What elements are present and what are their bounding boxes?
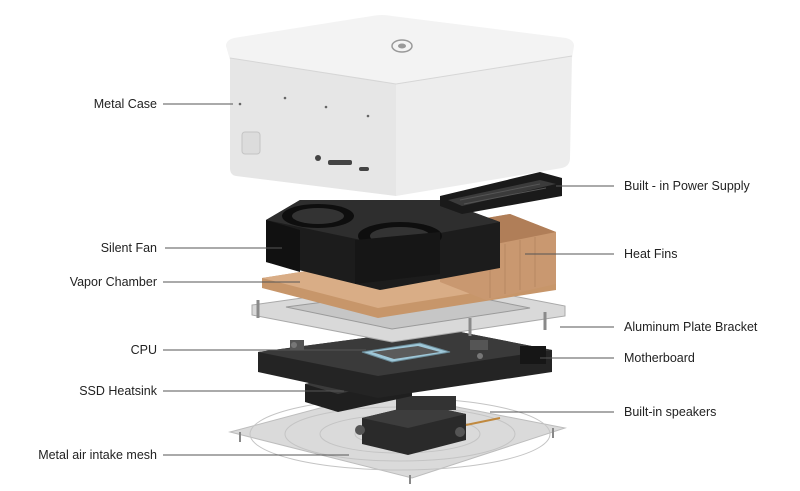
label-aluminum-bracket: Aluminum Plate Bracket — [624, 320, 758, 334]
label-speakers: Built-in speakers — [624, 405, 717, 419]
power-supply-part — [440, 172, 562, 214]
label-metal-case: Metal Case — [93, 97, 157, 111]
label-motherboard: Motherboard — [624, 351, 695, 365]
label-heat-fins: Heat Fins — [624, 247, 678, 261]
cpu-part — [361, 342, 451, 363]
label-intake-mesh: Metal air intake mesh — [38, 448, 157, 462]
label-silent-fan: Silent Fan — [100, 241, 157, 255]
leader-lines — [163, 103, 614, 456]
speakers-part — [355, 396, 501, 455]
metal-case-part — [226, 15, 574, 196]
silent-fan-part — [266, 200, 500, 290]
label-power-supply: Built - in Power Supply — [624, 179, 750, 193]
label-vapor-chamber: Vapor Chamber — [69, 275, 157, 289]
label-ssd-heatsink: SSD Heatsink — [79, 384, 157, 398]
label-cpu: CPU — [130, 343, 157, 357]
